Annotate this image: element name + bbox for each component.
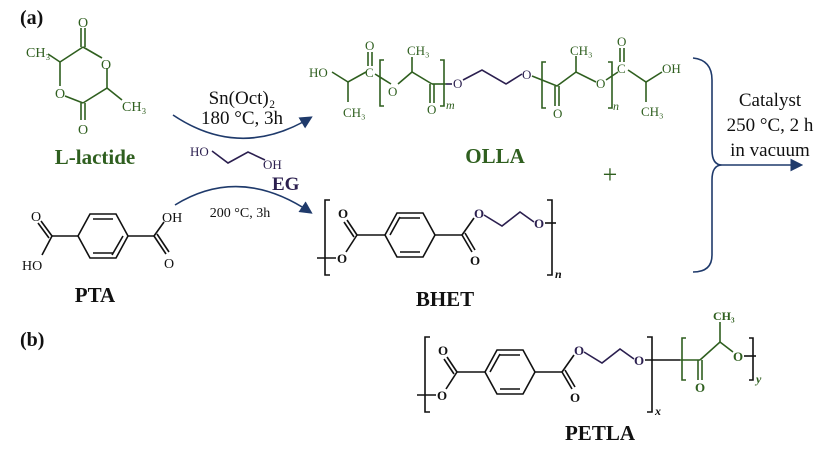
olla-o-5: O: [522, 67, 531, 82]
pta-oh: OH: [162, 211, 182, 226]
olla-ch3-2: CH₃: [407, 43, 430, 58]
olla-structure: HO CH₃ C O O CH₃ O m O O O CH₃ O n C O: [309, 34, 681, 121]
petla-label: PETLA: [565, 421, 636, 445]
l-lactide-label: L-lactide: [55, 145, 135, 169]
step3-line3: in vacuum: [730, 140, 810, 161]
pta-o-left: O: [31, 210, 41, 225]
petla-sub-y: y: [754, 372, 762, 386]
bhet-o-4: O: [474, 206, 484, 221]
eg-label: EG: [272, 174, 300, 195]
olla-o-6: O: [553, 106, 562, 121]
pta-label: PTA: [75, 283, 116, 307]
olla-label: OLLA: [465, 144, 525, 168]
olla-sub-m: m: [446, 98, 455, 112]
bhet-o-3: O: [470, 253, 480, 268]
olla-sub-n: n: [613, 99, 619, 113]
olla-ch3-3: CH₃: [570, 43, 593, 58]
olla-o-1: O: [365, 38, 374, 53]
pta-o-right: O: [164, 257, 174, 272]
olla-o-3: O: [427, 102, 436, 117]
olla-o-8: O: [617, 34, 626, 49]
bracket-brace: [692, 57, 723, 273]
bhet-o-2: O: [338, 206, 348, 221]
petla-o-2: O: [438, 343, 448, 358]
petla-o-5: O: [634, 353, 644, 368]
olla-o-7: O: [596, 76, 605, 91]
petla-o-6: O: [695, 380, 705, 395]
olla-o-2: O: [388, 84, 397, 99]
petla-o-7: O: [733, 349, 743, 364]
olla-c-1: C: [365, 65, 374, 80]
eg-oh: OH: [263, 157, 282, 172]
l-lactide-structure: O O O O CH₃ CH₃: [26, 16, 146, 138]
olla-ch3-1: CH₃: [343, 105, 366, 120]
step2-conditions: 200 °C, 3h: [210, 206, 270, 221]
panel-label-b: (b): [20, 329, 44, 351]
plus-sign: +: [603, 160, 618, 189]
reaction-arrow-2: [174, 185, 313, 214]
lactide-o-bottom: O: [78, 123, 88, 138]
pta-ho: HO: [22, 259, 42, 274]
petla-sub-x: x: [654, 404, 661, 418]
olla-oh: OH: [662, 61, 681, 76]
petla-structure: O O O O O x O CH₃ O y: [417, 309, 762, 418]
olla-ch3-4: CH₃: [641, 104, 664, 119]
olla-o-4: O: [453, 76, 462, 91]
olla-c-2: C: [617, 61, 626, 76]
bhet-label: BHET: [416, 287, 474, 311]
petla-o-3: O: [570, 390, 580, 405]
petla-ch3: CH₃: [713, 309, 735, 323]
panel-label-a: (a): [20, 7, 43, 29]
lactide-o-ring-left: O: [55, 87, 65, 102]
bhet-structure: O O O O O n: [317, 199, 562, 281]
bhet-sub-n: n: [555, 267, 562, 281]
eg-ho: HO: [190, 144, 209, 159]
pta-structure: O HO OH O: [22, 210, 182, 274]
lactide-o-ring-right: O: [101, 58, 111, 73]
bhet-o-5: O: [534, 216, 544, 231]
bhet-o-1: O: [337, 251, 347, 266]
lactide-o-top: O: [78, 16, 88, 31]
petla-o-4: O: [574, 343, 584, 358]
lactide-ch3-right: CH₃: [122, 100, 146, 115]
step3-line1: Catalyst: [739, 90, 802, 111]
olla-ho: HO: [309, 65, 328, 80]
reaction-arrow-1: [172, 114, 313, 140]
step1-catalyst: Sn(Oct)₂: [209, 88, 276, 109]
step1-conditions: 180 °C, 3h: [201, 108, 284, 129]
step3-line2: 250 °C, 2 h: [727, 115, 814, 136]
petla-o-1: O: [437, 388, 447, 403]
ethylene-glycol-structure: HO OH: [190, 144, 282, 172]
lactide-ch3-left: CH₃: [26, 46, 50, 61]
